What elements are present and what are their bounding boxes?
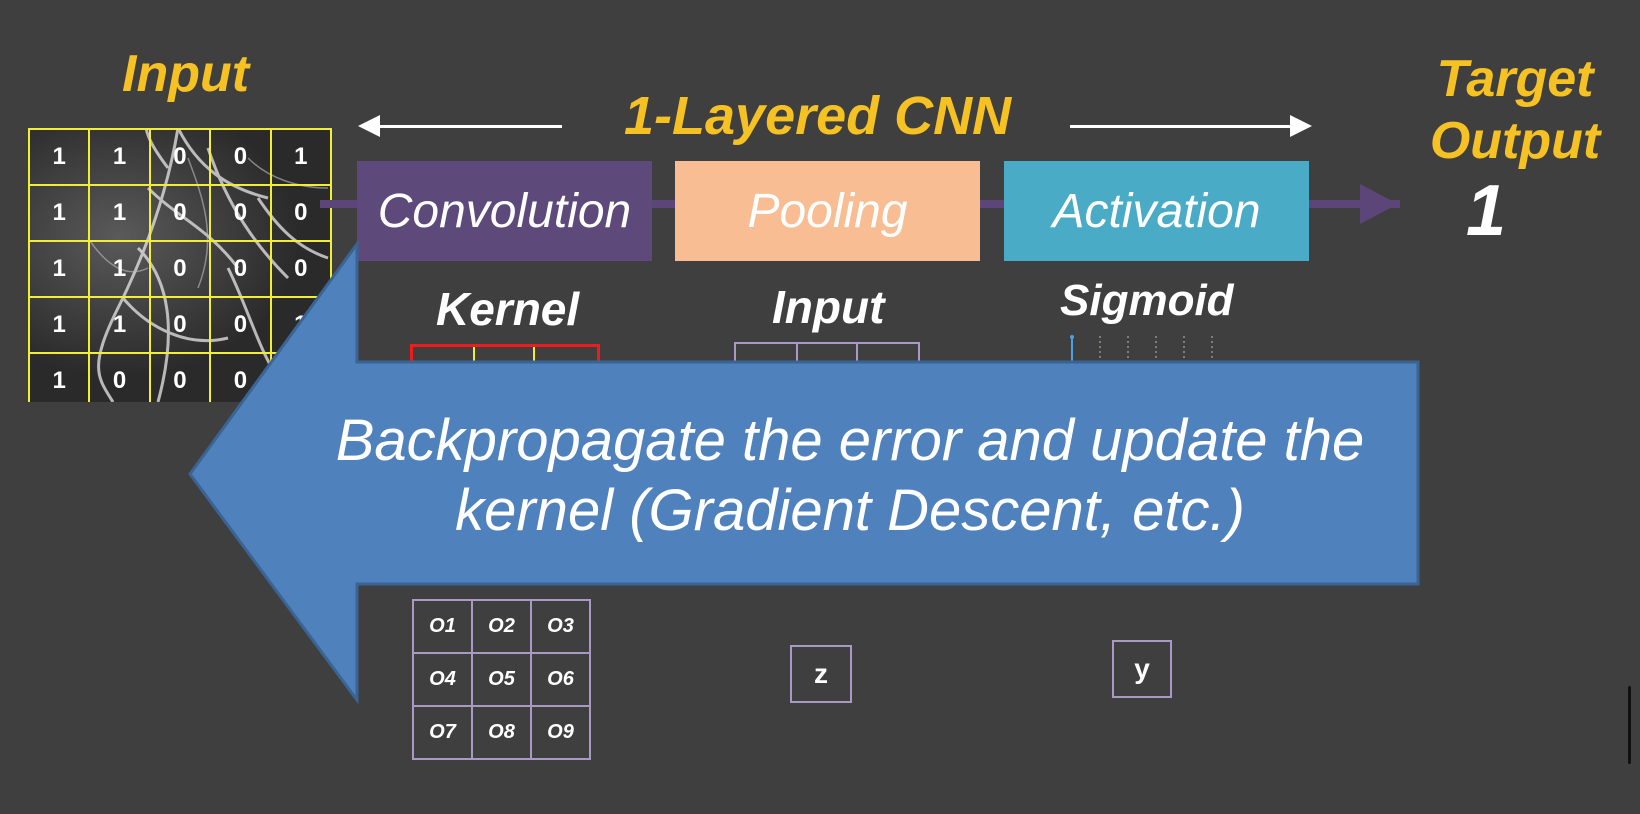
activation-output-box: y [1112, 640, 1172, 698]
right-arrow-line [1070, 125, 1300, 128]
input-cell: 1 [269, 128, 332, 186]
input-cell: 0 [148, 240, 212, 298]
input-cell: 0 [148, 184, 212, 242]
input-cell: 0 [148, 296, 212, 354]
pooling-input-grid [734, 342, 920, 364]
input-cell: 0 [209, 240, 272, 298]
backpropagation-text: Backpropagate the error and update the k… [300, 406, 1400, 546]
input-cell: 1 [28, 128, 91, 186]
sigmoid-plot [1070, 335, 1213, 362]
input-cell: 0 [148, 128, 212, 186]
pooling-input-label: Input [772, 281, 885, 333]
input-cell: 1 [28, 296, 91, 354]
output-cell: O4 [412, 652, 473, 707]
target-output-title: Target Output [1410, 48, 1620, 172]
input-cell: 1 [28, 184, 91, 242]
input-cell: 1 [88, 240, 151, 298]
scrollbar[interactable] [1628, 686, 1631, 764]
input-cell: 0 [269, 184, 332, 242]
input-cell: 1 [28, 240, 91, 298]
sigmoid-label: Sigmoid [1060, 276, 1234, 325]
input-cell: 1 [88, 128, 151, 186]
convolution-stage: Convolution [357, 161, 652, 261]
backprop-line1: Backpropagate the error and update the [335, 408, 1365, 473]
cnn-title: 1-Layered CNN [624, 86, 1012, 146]
output-cell: O1 [412, 599, 473, 654]
input-cell: 0 [88, 352, 151, 402]
output-cell: O9 [530, 705, 591, 760]
left-arrow-icon [358, 115, 380, 137]
output-cell: O6 [530, 652, 591, 707]
output-cell: O2 [471, 599, 532, 654]
pooled-value-box: z [790, 645, 852, 703]
kernel-grid [410, 344, 600, 367]
target-output-value: 1 [1466, 171, 1507, 251]
input-title: Input [122, 45, 250, 103]
input-cell: 0 [148, 352, 212, 402]
left-arrow-line [372, 125, 562, 128]
input-cell: 1 [88, 296, 151, 354]
target-title-line2: Output [1429, 112, 1601, 170]
pooling-label: Pooling [747, 184, 908, 238]
kernel-label: Kernel [436, 283, 580, 335]
target-title-line1: Target [1436, 50, 1594, 108]
output-cell: O8 [471, 705, 532, 760]
output-cell: O5 [471, 652, 532, 707]
pooling-stage: Pooling [675, 161, 980, 261]
activation-label: Activation [1052, 184, 1261, 238]
pipeline-arrow-icon [1360, 184, 1398, 224]
right-arrow-icon [1290, 115, 1312, 137]
activation-stage: Activation [1004, 161, 1309, 261]
input-cell: 0 [209, 128, 272, 186]
input-cell: 0 [209, 296, 272, 354]
input-cell: 0 [209, 184, 272, 242]
convolution-label: Convolution [377, 184, 632, 238]
backprop-line2: kernel (Gradient Descent, etc.) [455, 478, 1245, 543]
input-cell: 1 [28, 352, 91, 402]
input-cell: 1 [88, 184, 151, 242]
output-cell: O7 [412, 705, 473, 760]
output-cell: O3 [530, 599, 591, 654]
input-cell: 0 [269, 240, 332, 298]
